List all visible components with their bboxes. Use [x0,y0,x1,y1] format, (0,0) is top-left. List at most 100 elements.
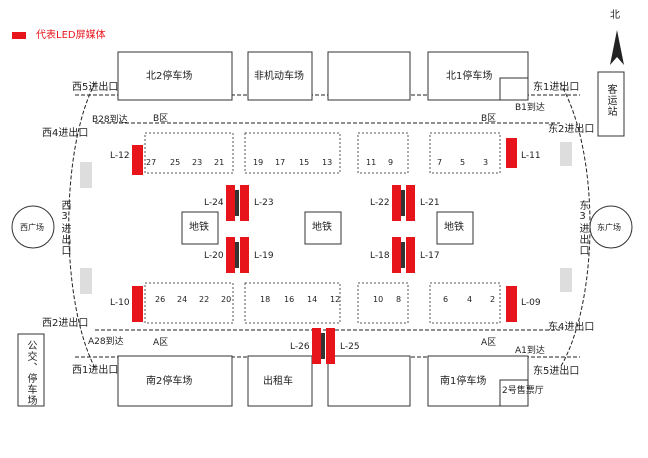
zone-b-left: B区 [153,114,169,124]
mid-south-lot [327,355,411,407]
platform-number: 9 [388,158,394,167]
exit-west3: 西3进出口 [59,200,70,256]
led-label-l25: L-25 [340,342,360,352]
led-label-l20: L-20 [204,251,224,261]
led-screens [12,32,517,364]
led-l25 [326,328,335,364]
platform-number: 3 [483,158,489,167]
platform-number: 16 [284,295,295,304]
ticket-hall-label: 2号售票厅 [502,386,544,396]
led-label-l21: L-21 [420,198,440,208]
platform-number: 10 [373,295,384,304]
south2-label: 南2停车场 [146,376,193,387]
zone-b-right: B区 [481,114,497,124]
led-label-l23: L-23 [254,198,274,208]
led-l11 [506,138,517,168]
platform-a-mid-right [357,282,409,324]
platform-number: 15 [299,158,310,167]
platform-number: 23 [192,158,203,167]
exit-west1: 西1进出口 [72,365,119,376]
platform-number: 8 [396,295,402,304]
ticket-hall-box [499,379,529,407]
led-l22 [392,185,401,221]
platform-b-mid-right [357,132,409,174]
led-l19 [240,237,249,273]
led-label-l19: L-19 [254,251,274,261]
platform-number: 21 [214,158,225,167]
arrival-a1: A1到达 [515,346,545,356]
loop-road [68,82,96,369]
platform-number: 5 [460,158,466,167]
compass-label: 北 [610,10,620,21]
platform-number: 24 [177,295,188,304]
platform-b-west [144,132,234,174]
zone-a-right: A区 [481,338,497,348]
platform-number: 4 [467,295,473,304]
led-label-l10: L-10 [110,298,130,308]
exit-east3: 东3进出口 [577,200,588,256]
led-label-l17: L-17 [420,251,440,261]
zone-a-left: A区 [153,338,169,348]
platform-a-east [429,282,501,324]
exit-west2: 西2进出口 [42,318,89,329]
platform-number: 2 [490,295,496,304]
led-l12 [132,145,143,175]
led-l23 [240,185,249,221]
taxi-lot [247,355,313,407]
platform-b-east [429,132,501,174]
taxi-label: 出租车 [263,376,293,387]
non-motor-label: 非机动车场 [254,71,304,82]
platform-number: 20 [221,295,232,304]
led-l21 [406,185,415,221]
exit-west5: 西5进出口 [72,82,119,93]
south2-lot [117,355,233,407]
exit-east1: 东1进出口 [533,82,580,93]
west-plaza-circle [11,205,55,249]
exit-east5: 东5进出口 [533,366,580,377]
non-motor-lot [247,51,313,101]
south1-label: 南1停车场 [440,376,487,387]
passenger-station-label: 客运站 [605,84,616,117]
west-plaza-label: 西广场 [20,223,44,232]
bus-station-label: 公交、停车场 [25,340,36,406]
north1-label: 北1停车场 [446,71,493,82]
platform-number: 26 [155,295,166,304]
exit-west4: 西4进出口 [42,128,89,139]
metro-box-mid [304,211,342,245]
led-l09 [506,286,517,322]
exit-east2: 东2进出口 [548,124,595,135]
led-l20 [226,237,235,273]
platform-number: 13 [322,158,333,167]
stair-blocks [80,142,572,294]
led-label-l22: L-22 [370,198,390,208]
platform-number: 7 [437,158,443,167]
platform-number: 27 [146,158,157,167]
led-posts [235,190,405,359]
metro-box-left [181,211,219,245]
passenger-station-box [597,71,625,137]
mid-north-lot [327,51,411,101]
platform-number: 19 [253,158,264,167]
led-label-l09: L-09 [521,298,541,308]
north2-label: 北2停车场 [146,71,193,82]
exit-east4: 东4进出口 [548,322,595,333]
east-plaza-label: 东广场 [597,223,621,232]
platform-a-mid-left [244,282,341,324]
arrival-b28: B28到达 [92,115,128,125]
led-label-l18: L-18 [370,251,390,261]
east-plaza-circle [589,205,633,249]
platform-number: 12 [330,295,341,304]
platform-a-west [144,282,234,324]
b1-box [499,77,529,101]
platform-number: 22 [199,295,210,304]
platform-number: 18 [260,295,271,304]
led-l18 [392,237,401,273]
legend-swatch [12,32,26,39]
metro-label-left: 地铁 [189,222,209,233]
bus-box [17,333,45,407]
led-l17 [406,237,415,273]
metro-label-right: 地铁 [444,222,464,233]
led-label-l12: L-12 [110,151,130,161]
